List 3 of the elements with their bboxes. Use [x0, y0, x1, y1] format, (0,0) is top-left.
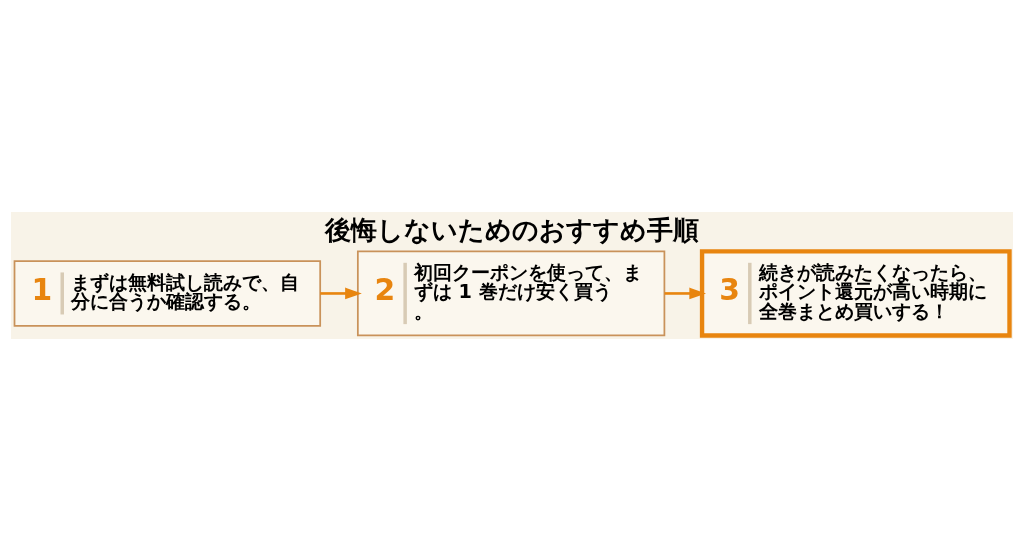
- diagram-title: 後悔しないためのおすすめ手順: [324, 215, 699, 246]
- arrow: [664, 287, 706, 300]
- arrow: [320, 287, 362, 300]
